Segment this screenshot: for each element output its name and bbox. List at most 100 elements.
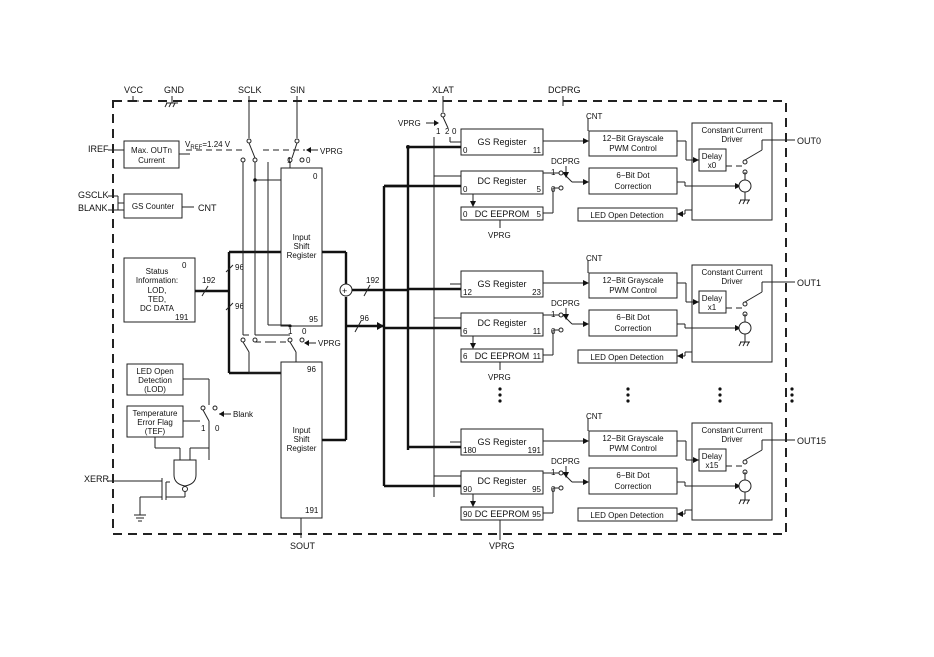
gs-register (460, 270, 544, 298)
input-shift-register-0 (280, 167, 323, 327)
blank-switch-contact-1 (200, 405, 206, 411)
status-information-block (123, 257, 196, 323)
blank-switch-1: 1 (201, 424, 206, 433)
isr-switch-top-1: 1 (287, 156, 292, 165)
status-bus-width: 192 (202, 276, 216, 285)
dot-correction-label-2: Correction (615, 324, 652, 333)
gs-counter-cnt-label: CNT (198, 203, 217, 213)
svg-text:SCLK: SCLK (238, 85, 262, 95)
gs-counter-block (123, 193, 183, 219)
delay-label-1: Delay (702, 152, 722, 161)
gs-register-bit-hi: 191 (528, 446, 542, 455)
gs-register-bit-lo: 0 (463, 146, 468, 155)
status-bit-0: 0 (182, 261, 187, 270)
svg-text:VCC: VCC (124, 85, 144, 95)
pwm-cnt-label: CNT (586, 254, 603, 263)
dc-eeprom-bit-lo: 90 (463, 510, 472, 519)
isr1-bit-bottom: 191 (305, 506, 319, 515)
xlat-switch-2: 2 (445, 127, 450, 136)
ccd-label-1: Constant Current (702, 426, 764, 435)
delay-label-1: Delay (702, 294, 722, 303)
blank-pin-label: BLANK (78, 203, 108, 213)
vcc-pin: VCC (124, 85, 144, 102)
status-bus-96-lower: 96 (235, 302, 244, 311)
ellipsis-dots (498, 387, 794, 403)
gs-register-label: GS Register (477, 437, 526, 447)
dot-correction-label-2: Correction (615, 482, 652, 491)
chip-boundary (112, 100, 787, 535)
iref-pin-label: IREF (88, 144, 109, 154)
gs-counter-label: GS Counter (132, 202, 175, 211)
svg-text:XLAT: XLAT (432, 85, 454, 95)
lod-label-1: LED Open (136, 367, 173, 376)
delay-label-2: x0 (708, 161, 717, 170)
vref-label: VREF=1.24 V (185, 140, 231, 151)
pwm-label-2: PWM Control (609, 144, 657, 153)
isr-switch-top-vprg: VPRG (320, 147, 343, 156)
dot-correction-label-1: 6−Bit Dot (616, 471, 650, 480)
gs-register-label: GS Register (477, 279, 526, 289)
svg-text:DCPRG: DCPRG (548, 85, 581, 95)
dc-register-bit-hi: 95 (532, 485, 541, 494)
isr1-label-2: Shift (293, 435, 310, 444)
gsclk-pin-label: GSCLK (78, 190, 109, 200)
dc-eeprom-bit-hi: 11 (533, 352, 542, 361)
dc-eeprom-vprg: VPRG (488, 373, 511, 382)
dc-register (460, 170, 544, 195)
isr-switch-top-0: 0 (306, 156, 311, 165)
isr0-label-3: Register (287, 251, 317, 260)
status-label-5: DC DATA (140, 304, 175, 313)
pwm-control-block (588, 130, 678, 157)
svg-text:SIN: SIN (290, 85, 305, 95)
xlat-switch-0: 0 (452, 127, 457, 136)
output-pin-label-0: OUT0 (797, 136, 821, 146)
dc-bus-96: 96 (360, 314, 369, 323)
dc-eeprom-vprg: VPRG (488, 231, 511, 240)
dot-correction-label-1: 6−Bit Dot (616, 313, 650, 322)
dc-eeprom-bit-lo: 0 (463, 210, 468, 219)
dc-register (460, 312, 544, 337)
dc-register-label: DC Register (477, 176, 526, 186)
xlat-switch-vprg: VPRG (398, 119, 421, 128)
pwm-label-2: PWM Control (609, 286, 657, 295)
blank-switch-label: Blank (233, 410, 254, 419)
dot-correction-block (588, 167, 678, 195)
dc-register-label: DC Register (477, 318, 526, 328)
gs-register (460, 128, 544, 156)
isr1-bit-top: 96 (307, 365, 316, 374)
isr1-label-1: Input (293, 426, 312, 435)
main-bus-192: 192 (366, 276, 380, 285)
lod-label-3: (LOD) (144, 385, 166, 394)
lod-block (126, 363, 184, 396)
isr0-bit-top: 0 (313, 172, 318, 181)
dot-correction-block (588, 309, 678, 337)
dc-register-bit-lo: 0 (463, 185, 468, 194)
gs-register-bit-lo: 180 (463, 446, 477, 455)
max-out-label-1: Max. OUTn (131, 146, 172, 155)
dc-register-bit-hi: 5 (537, 185, 542, 194)
pwm-label-1: 12−Bit Grayscale (602, 434, 664, 443)
delay-label-2: x1 (708, 303, 717, 312)
ccd-label-2: Driver (721, 277, 743, 286)
dc-register-label: DC Register (477, 476, 526, 486)
dc-eeprom-label: DC EEPROM (475, 351, 530, 361)
xerr-pin-label: XERR (84, 474, 110, 484)
constant-current-driver-block (691, 122, 773, 221)
dot-correction-label-1: 6−Bit Dot (616, 171, 650, 180)
merge-node-plus: + (342, 286, 347, 296)
led-open-detection-label: LED Open Detection (590, 211, 663, 220)
dcprg-label: DCPRG (551, 299, 580, 308)
dot-correction-block (588, 467, 678, 495)
dcprg-label: DCPRG (551, 457, 580, 466)
pwm-label-1: 12−Bit Grayscale (602, 276, 664, 285)
status-bus-96-upper: 96 (235, 263, 244, 272)
sin-pin: SIN (290, 85, 305, 138)
svg-text:GND: GND (164, 85, 185, 95)
xlat-pin: XLAT (432, 85, 454, 112)
gs-register-bit-hi: 23 (532, 288, 541, 297)
delay-label-2: x15 (706, 461, 719, 470)
led-open-detection-label: LED Open Detection (590, 353, 663, 362)
